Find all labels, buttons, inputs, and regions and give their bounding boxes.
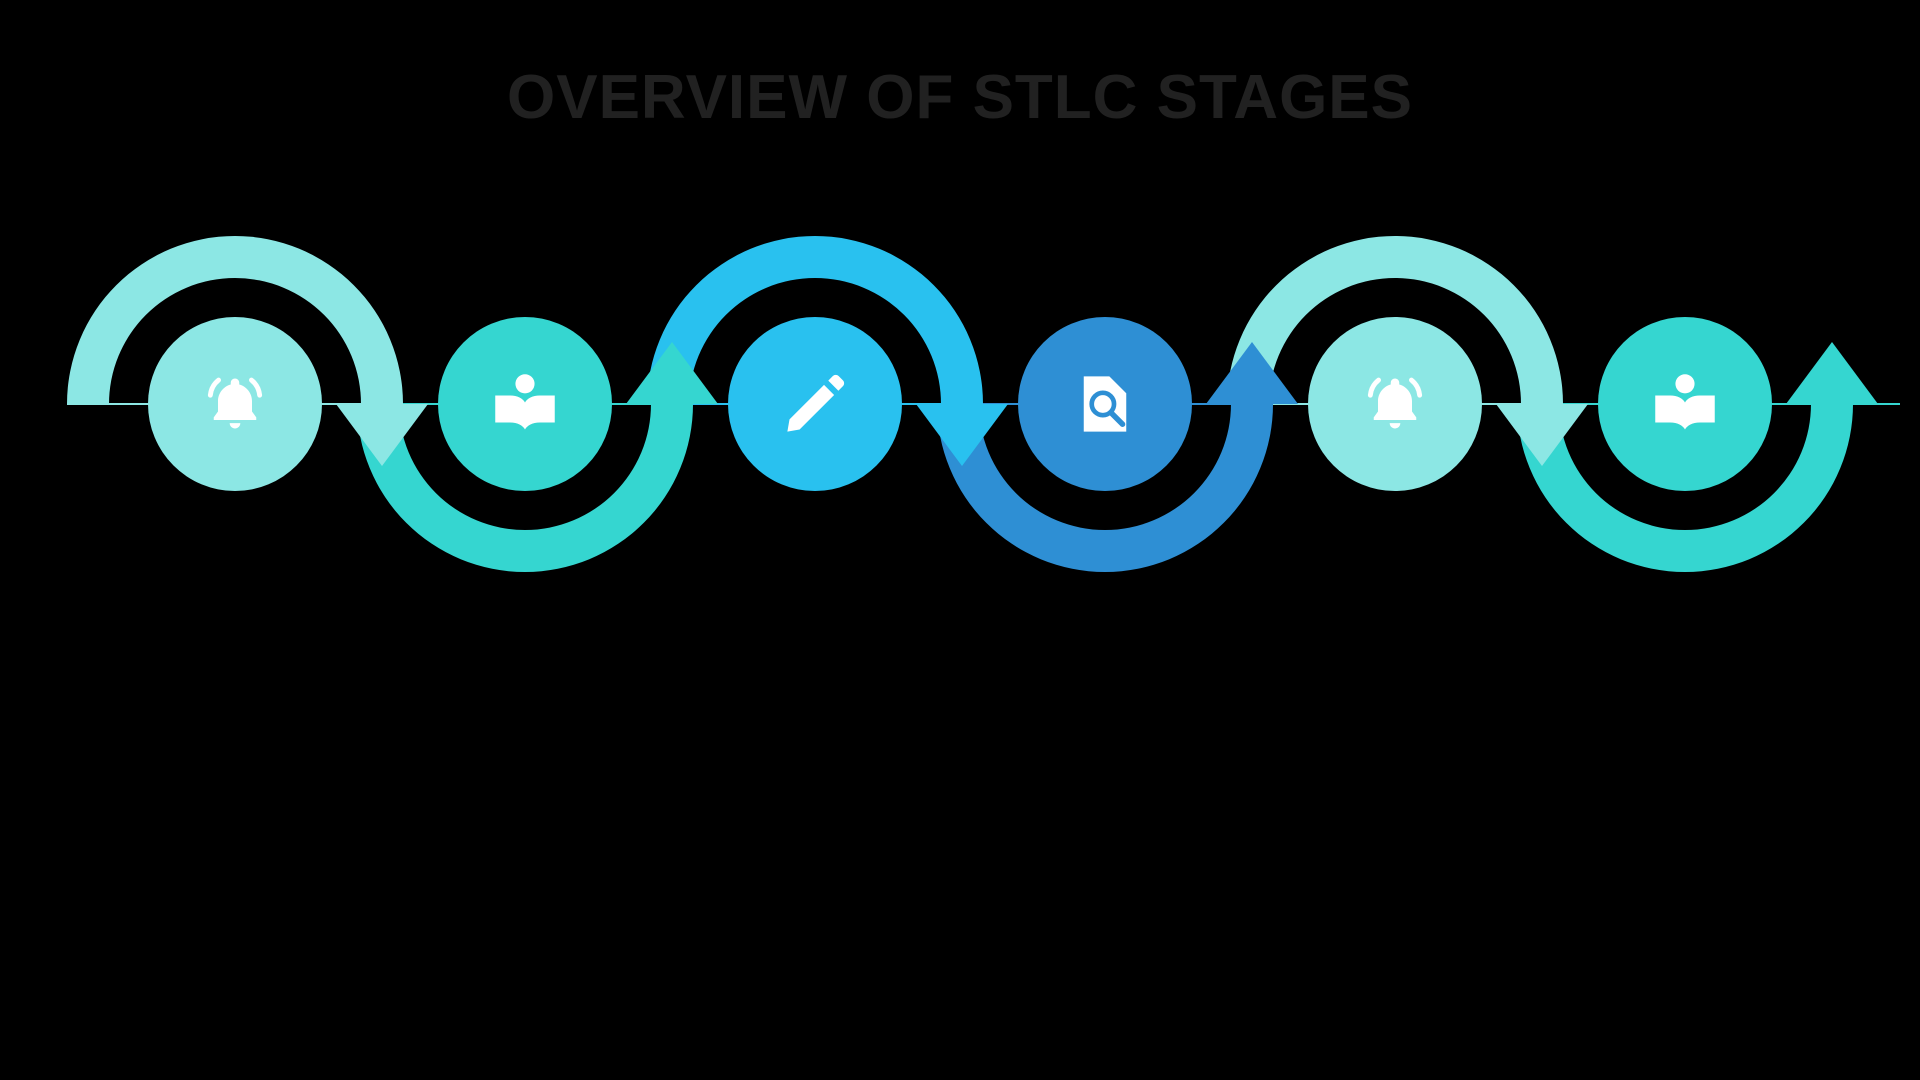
stage-arc-3 bbox=[647, 236, 983, 404]
stage-arrow-1 bbox=[336, 404, 428, 466]
stage-arc-2 bbox=[357, 404, 693, 572]
stage-node-5[interactable] bbox=[1308, 317, 1482, 491]
stage-node-2[interactable] bbox=[438, 317, 612, 491]
stage-arrow-4 bbox=[1206, 342, 1298, 404]
stage-arrow-5 bbox=[1496, 404, 1588, 466]
stage-node-3[interactable] bbox=[728, 317, 902, 491]
stage-arc-6 bbox=[1517, 404, 1853, 572]
page-title: OVERVIEW OF STLC STAGES bbox=[506, 63, 1413, 132]
stage-arc-1 bbox=[67, 236, 403, 404]
stage-arc-5 bbox=[1227, 236, 1563, 404]
arrow-layer bbox=[336, 342, 1900, 466]
stage-arrow-2 bbox=[626, 342, 718, 404]
stage-arrow-6 bbox=[1786, 342, 1878, 404]
ribbon-layer bbox=[67, 236, 1853, 572]
stage-node-6[interactable] bbox=[1598, 317, 1772, 491]
stage-arrow-3 bbox=[916, 404, 1008, 466]
node-layer bbox=[148, 317, 1772, 491]
stage-node-1[interactable] bbox=[148, 317, 322, 491]
stage-arc-4 bbox=[937, 404, 1273, 572]
stage-node-4[interactable] bbox=[1018, 317, 1192, 491]
